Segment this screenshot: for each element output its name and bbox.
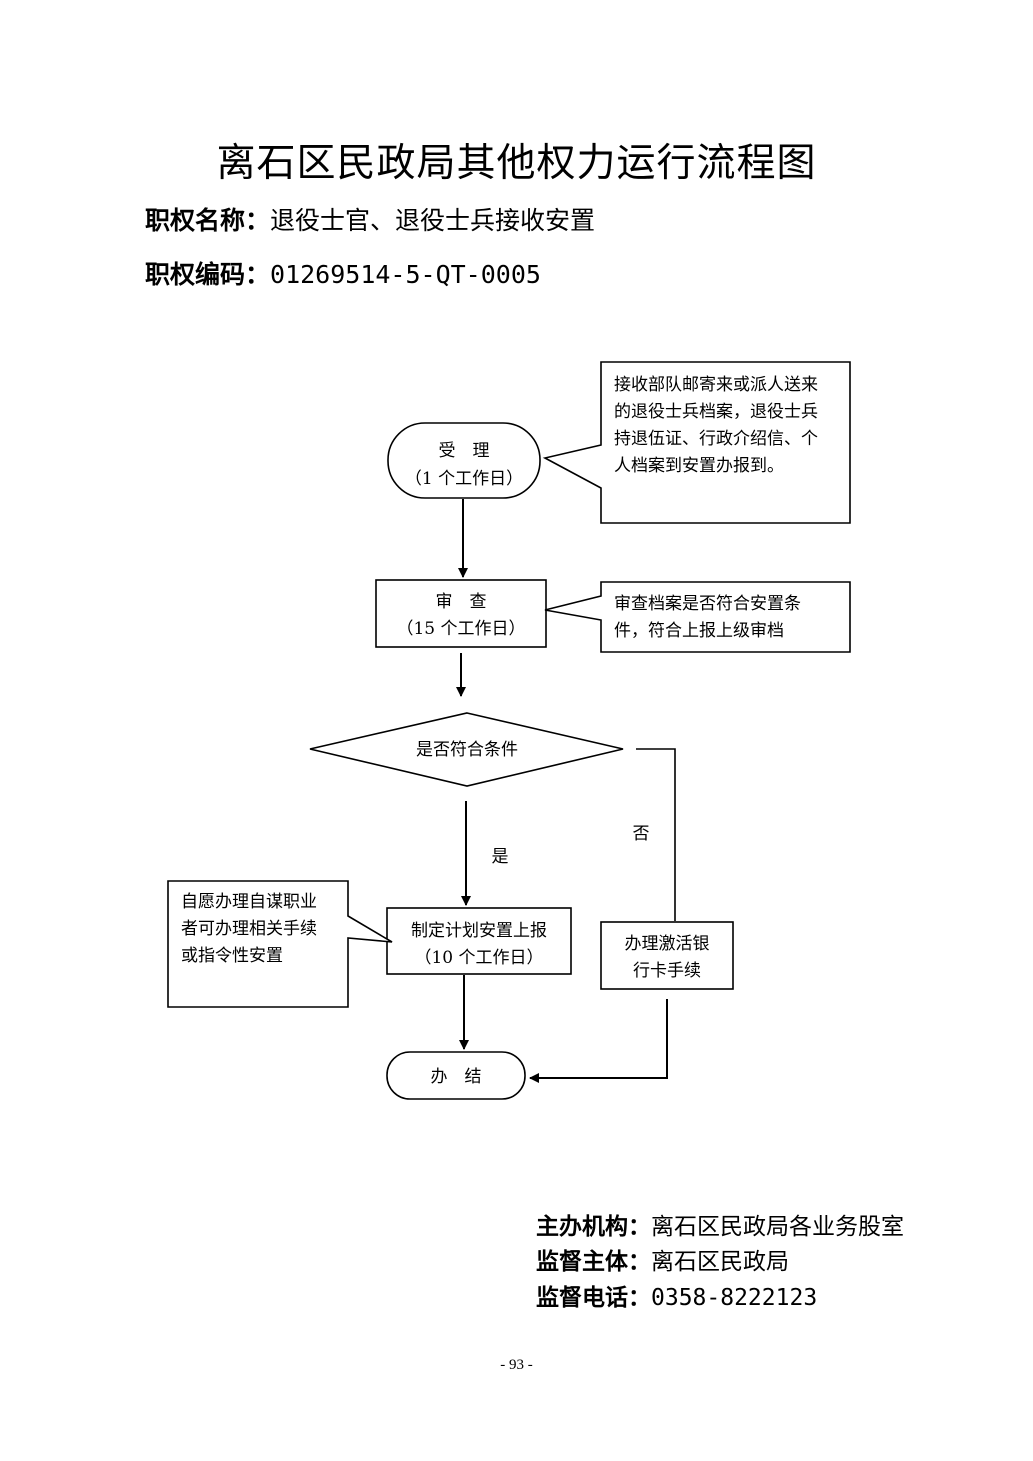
review-node-duration: （15 个工作日） xyxy=(396,619,525,639)
page-title: 离石区民政局其他权力运行流程图 xyxy=(216,141,817,186)
accept-note-line: 接收部队邮寄来或派人送来 xyxy=(614,375,818,395)
power-name-line: 职权名称：退役士官、退役士兵接收安置 xyxy=(145,201,595,237)
review-node-title: 审 查 xyxy=(436,592,487,612)
power-code-value: 01269514-5-QT-0005 xyxy=(270,260,541,289)
review-note-line: 件，符合上报上级审档 xyxy=(614,621,784,641)
plan-node-title: 制定计划安置上报 xyxy=(411,921,547,941)
plan-node-duration: （10 个工作日） xyxy=(414,948,543,968)
plan-note-line: 自愿办理自谋职业 xyxy=(181,892,317,912)
accept-node-duration: （1 个工作日） xyxy=(405,469,523,489)
decision-yes-label: 是 xyxy=(492,847,509,867)
footer-host: 主办机构：离石区民政局各业务股室 xyxy=(536,1207,904,1241)
footer-phone-value: 0358-8222123 xyxy=(651,1285,818,1311)
accept-node xyxy=(387,422,541,499)
footer-phone: 监督电话：0358-8222123 xyxy=(536,1278,817,1312)
plan-note-callout xyxy=(167,880,393,1008)
finish-node-label: 办 结 xyxy=(431,1067,482,1087)
accept-note-line: 的退役士兵档案，退役士兵 xyxy=(614,402,818,422)
activate-node-line: 行卡手续 xyxy=(633,961,701,981)
review-node xyxy=(375,579,547,648)
activate-node-line: 办理激活银 xyxy=(625,934,710,954)
accept-node-title: 受 理 xyxy=(439,441,490,461)
accept-note-line: 持退伍证、行政介绍信、个 xyxy=(614,429,818,449)
footer-host-label: 主办机构： xyxy=(536,1214,651,1240)
power-code-label: 职权编码： xyxy=(145,260,271,289)
footer-host-value: 离石区民政局各业务股室 xyxy=(651,1214,904,1240)
plan-note-line: 者可办理相关手续 xyxy=(181,919,317,939)
footer-supervisor-label: 监督主体： xyxy=(536,1249,651,1275)
page-number: - 93 - xyxy=(500,1357,533,1373)
decision-node xyxy=(309,712,624,787)
power-name-value: 退役士官、退役士兵接收安置 xyxy=(270,206,596,235)
plan-node xyxy=(386,907,572,975)
accept-note-line: 人档案到安置办报到。 xyxy=(614,456,784,476)
footer-supervisor-value: 离石区民政局 xyxy=(651,1249,789,1275)
decision-no-label: 否 xyxy=(633,824,650,844)
accept-note-callout xyxy=(542,361,851,524)
footer-phone-label: 监督电话： xyxy=(536,1285,651,1311)
activate-node xyxy=(600,921,734,990)
review-note-callout xyxy=(544,581,851,653)
power-code-line: 职权编码：01269514-5-QT-0005 xyxy=(145,255,541,291)
decision-label: 是否符合条件 xyxy=(416,740,518,760)
plan-note-line: 或指令性安置 xyxy=(181,946,283,966)
line-decision-no xyxy=(636,748,676,921)
review-note-line: 审查档案是否符合安置条 xyxy=(614,594,801,614)
power-name-label: 职权名称： xyxy=(145,206,271,235)
arrow-activate-to-finish xyxy=(529,999,668,1083)
finish-node xyxy=(386,1051,526,1100)
footer-supervisor: 监督主体：离石区民政局 xyxy=(536,1242,789,1276)
